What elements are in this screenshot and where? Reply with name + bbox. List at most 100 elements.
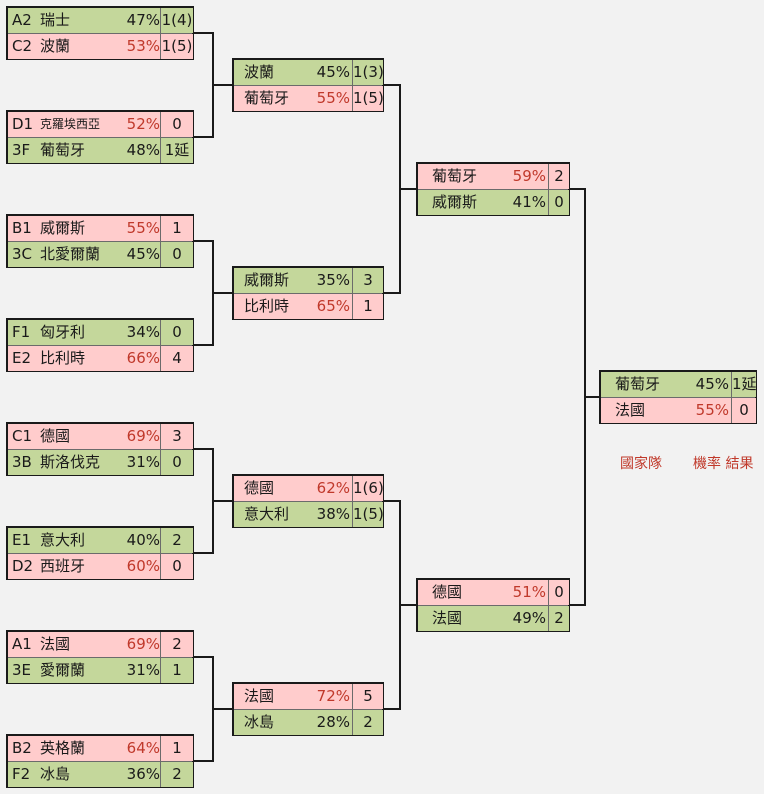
team-name: 西班牙 [40, 557, 86, 575]
win-probability: 59% [512, 167, 546, 185]
bracket-connector [384, 84, 416, 294]
match-score: 1 [160, 658, 193, 683]
match-score: 1延 [160, 138, 193, 163]
win-probability: 45% [695, 375, 729, 393]
win-probability: 72% [316, 687, 350, 705]
team-name: 葡萄牙 [432, 167, 478, 185]
team-name: 比利時 [40, 349, 86, 367]
seed-label: 3B [12, 453, 32, 471]
team-row: 威爾斯 35%3 [234, 268, 383, 293]
win-probability: 53% [126, 37, 160, 55]
seed-label: F2 [12, 765, 31, 783]
team-name: 匈牙利 [40, 323, 86, 341]
team-name: 瑞士 [40, 11, 71, 29]
win-probability: 55% [695, 401, 729, 419]
match-score: 1(6) [352, 476, 384, 501]
win-probability: 49% [512, 609, 546, 627]
seed-label: C2 [12, 37, 33, 55]
win-probability: 69% [126, 427, 160, 445]
match-score: 0 [160, 320, 193, 345]
team-name: 法國 [40, 635, 71, 653]
match-score: 1(3) [352, 60, 384, 85]
match-score: 1延 [731, 372, 757, 397]
win-probability: 51% [512, 583, 546, 601]
team-name: 威爾斯 [432, 193, 478, 211]
seed-label: 3E [12, 661, 32, 679]
bracket-connector [194, 32, 232, 138]
team-name: 威爾斯 [244, 271, 290, 289]
team-row: 葡萄牙 59%2 [418, 164, 569, 189]
team-name: 法國 [615, 401, 646, 419]
bracket-connector [194, 240, 232, 346]
match-score: 1(5) [160, 34, 193, 59]
team-name: 英格蘭 [40, 739, 86, 757]
seed-label: D2 [12, 557, 34, 575]
team-name: 波蘭 [40, 37, 71, 55]
match-score: 1(5) [352, 502, 384, 527]
match-score: 3 [352, 268, 383, 293]
match-score: 1(4) [160, 8, 193, 33]
match-score: 0 [160, 112, 193, 137]
seed-label: B1 [12, 219, 32, 237]
win-probability: 66% [126, 349, 160, 367]
team-row: 德國 62%1(6) [234, 476, 384, 501]
win-probability: 41% [512, 193, 546, 211]
bracket-connector [570, 188, 599, 606]
win-probability: 55% [316, 89, 350, 107]
match-score: 0 [160, 242, 193, 267]
team-row: C2 波蘭 53%1(5) [8, 33, 193, 59]
match-score: 2 [548, 164, 569, 189]
team-name: 北愛爾蘭 [40, 245, 101, 263]
bracket-connector [194, 656, 232, 762]
win-probability: 28% [316, 713, 350, 731]
legend-team: 國家隊 [620, 456, 662, 472]
seed-label: A1 [12, 635, 32, 653]
team-name: 德國 [40, 427, 71, 445]
match-score: 5 [352, 684, 383, 709]
match-score: 1 [352, 294, 383, 319]
team-name: 斯洛伐克 [40, 453, 101, 471]
team-name: 冰島 [244, 713, 275, 731]
seed-label: C1 [12, 427, 33, 445]
team-name: 法國 [432, 609, 463, 627]
bracket-connector [194, 448, 232, 554]
team-name: 德國 [244, 479, 275, 497]
win-probability: 47% [126, 11, 160, 29]
win-probability: 31% [126, 453, 160, 471]
win-probability: 62% [316, 479, 350, 497]
seed-label: E1 [12, 531, 32, 549]
win-probability: 45% [316, 63, 350, 81]
seed-label: B2 [12, 739, 32, 757]
win-probability: 35% [316, 271, 350, 289]
match-score: 2 [160, 762, 193, 787]
